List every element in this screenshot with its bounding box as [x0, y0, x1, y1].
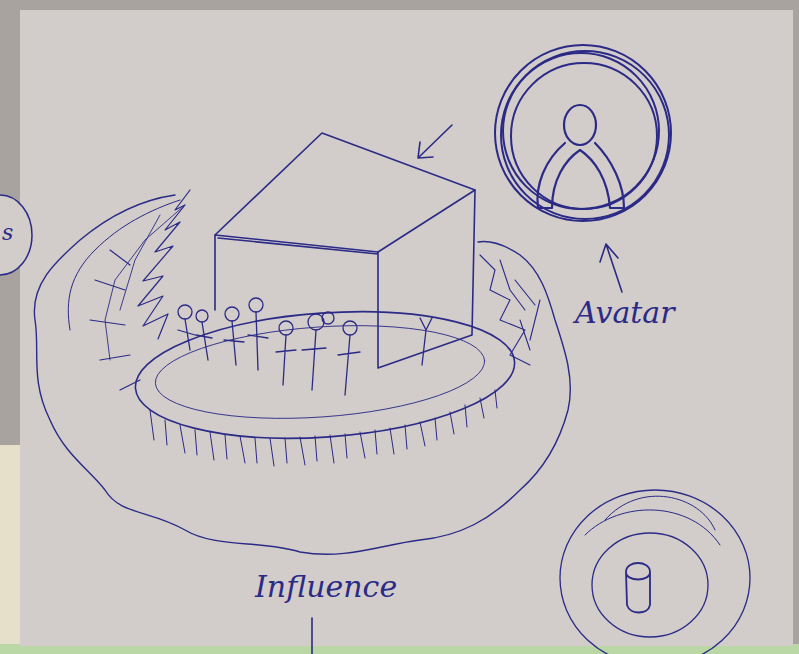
- cube-edges: [215, 190, 475, 368]
- pointer-arrow: [600, 244, 622, 292]
- sketch-arc: [585, 496, 720, 545]
- pointer-arrow: [418, 125, 452, 158]
- inner-circle: [592, 533, 708, 637]
- paper-sheet: [20, 10, 793, 646]
- avatar-circle: [495, 45, 671, 221]
- handwritten-label: Avatar: [575, 298, 675, 328]
- influence-boundary: [34, 195, 570, 554]
- person-icon: [537, 105, 624, 208]
- pointer-arrow: [311, 618, 313, 654]
- island-inner: [152, 316, 487, 429]
- handwritten-label: s: [2, 222, 13, 244]
- island-outline: [131, 300, 519, 450]
- influence-boundary: [68, 200, 180, 330]
- ink-drawing: [34, 45, 750, 654]
- outer-circle: [560, 490, 750, 654]
- handwritten-label: Influence: [255, 572, 397, 602]
- grass-strokes: [150, 390, 497, 466]
- shrub-lines: [105, 205, 185, 360]
- stick-figures: [178, 298, 432, 395]
- paper-edge: [0, 445, 22, 645]
- cube-top: [215, 133, 475, 252]
- cylinder-symbol: [626, 563, 650, 613]
- partial-circle: [0, 195, 32, 275]
